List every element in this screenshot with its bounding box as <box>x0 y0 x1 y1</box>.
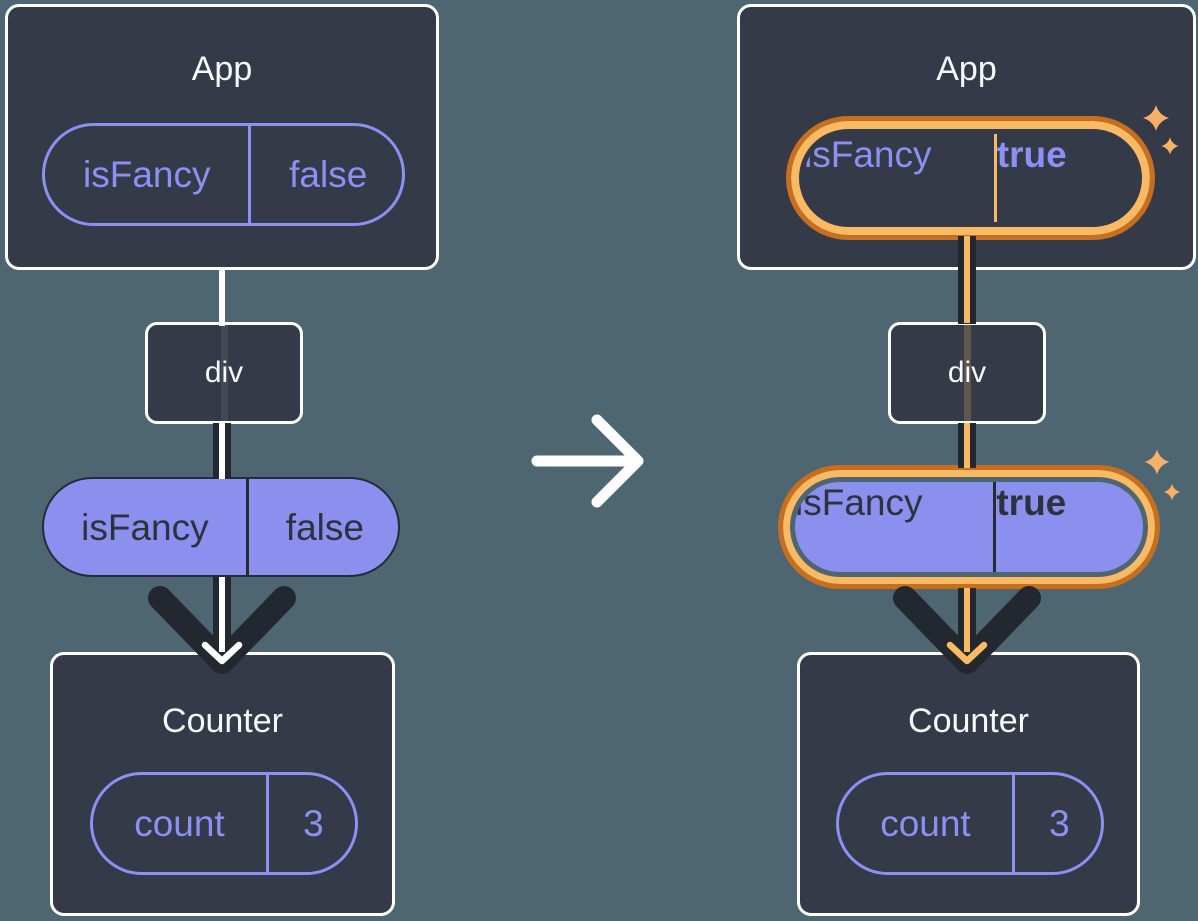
prop-key: isFancy <box>81 506 209 548</box>
app-node-after: App isFancy true <box>737 4 1196 270</box>
prop-pill-isfancy-before: isFancy false <box>42 477 400 577</box>
state-pill-isfancy-before: isFancy false <box>42 123 405 226</box>
prop-key: isFancy <box>795 482 923 523</box>
prop-value: false <box>245 479 398 575</box>
counter-node-before: Counter count 3 <box>50 652 395 916</box>
div-label: div <box>204 356 244 389</box>
component-title: Counter <box>908 702 1029 740</box>
div-node-after: div <box>888 322 1046 424</box>
state-value: 3 <box>1011 775 1101 872</box>
state-pill-count-after: count 3 <box>836 772 1104 875</box>
counter-node-after: Counter count 3 <box>797 652 1140 916</box>
app-node-before: App isFancy false <box>5 4 439 270</box>
state-key: isFancy <box>804 134 932 175</box>
state-pill-count-before: count 3 <box>90 772 358 875</box>
prop-value: true <box>993 482 1143 572</box>
state-pill-isfancy-after-highlighted: isFancy true <box>786 116 1155 240</box>
thread-through-div <box>220 325 228 421</box>
component-title: Counter <box>162 702 283 740</box>
state-value: true <box>993 134 1137 222</box>
state-key: count <box>880 803 971 844</box>
state-key: count <box>134 803 225 844</box>
thread-through-div <box>963 325 971 421</box>
component-title: App <box>191 50 253 88</box>
state-value: 3 <box>265 775 355 872</box>
transition-arrow-icon <box>531 414 644 508</box>
prop-pill-isfancy-after-highlighted: isFancy true <box>778 465 1160 589</box>
component-title: App <box>936 50 997 88</box>
state-key: isFancy <box>83 154 211 195</box>
div-node-before: div <box>145 322 303 424</box>
div-label: div <box>947 356 987 389</box>
state-value: false <box>248 126 402 223</box>
